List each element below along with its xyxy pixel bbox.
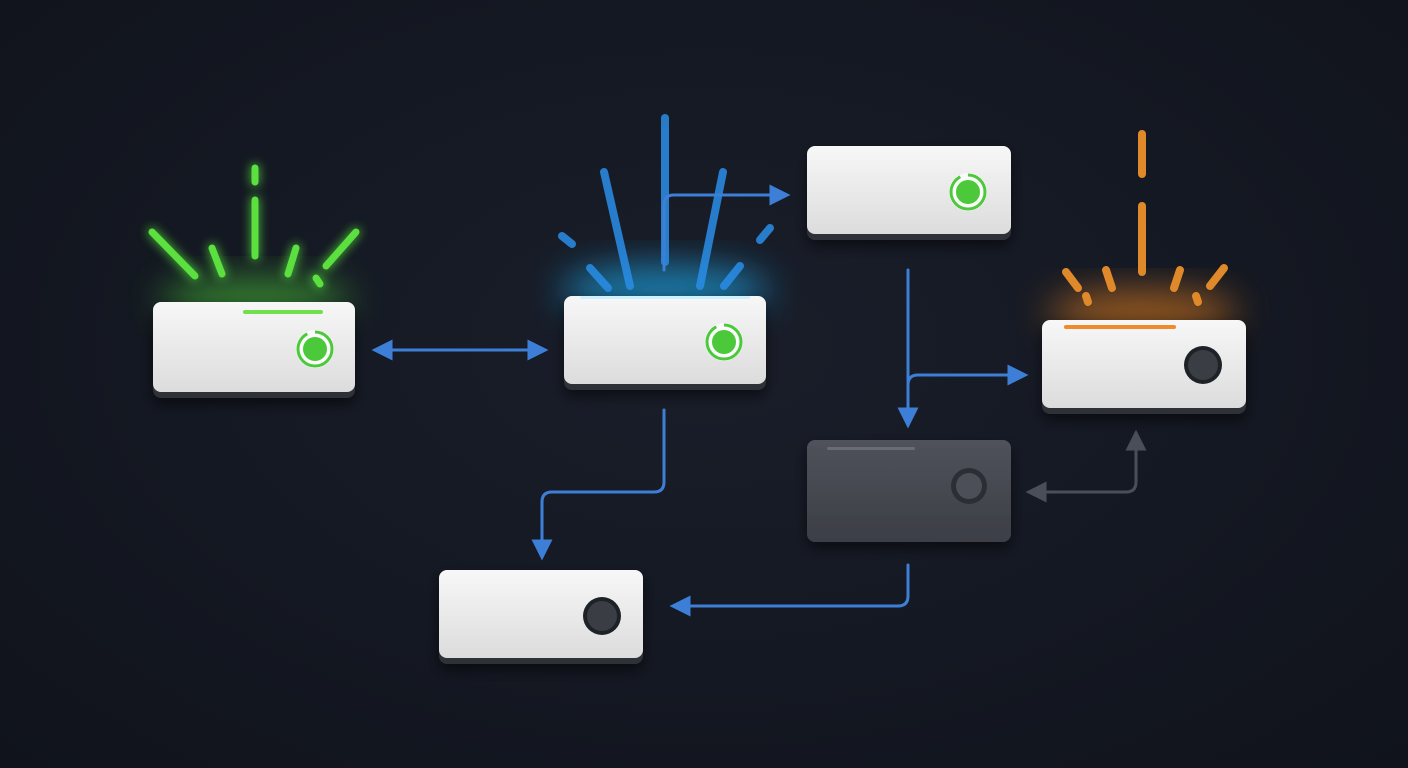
node-4-status-icon (1184, 346, 1222, 384)
node-1[interactable] (153, 302, 355, 398)
node-5[interactable] (807, 440, 1011, 542)
green-glow-burst (147, 163, 361, 322)
connector-node4-node5 (1025, 429, 1147, 503)
node-1-indicator-bar (243, 310, 323, 314)
connector-node5-node6 (669, 563, 910, 617)
connector-node3-node4 (906, 364, 1029, 394)
node-1-status-icon (296, 330, 334, 368)
node-3-status-icon (949, 173, 987, 211)
node-4[interactable] (1042, 320, 1246, 414)
node-3[interactable] (807, 146, 1011, 240)
node-2-indicator-bar (580, 296, 750, 299)
node-6-status-icon (583, 597, 621, 635)
orange-glow-burst (1048, 130, 1238, 334)
connector-node2-node6 (531, 408, 666, 561)
node-2-status-icon (705, 323, 743, 361)
node-2[interactable] (564, 296, 766, 390)
node-5-indicator-bar (827, 447, 915, 450)
node-6[interactable] (439, 570, 643, 664)
node-4-indicator-bar (1064, 325, 1176, 329)
connector-node2-node3 (662, 184, 791, 272)
node-5-status-icon (951, 468, 987, 504)
